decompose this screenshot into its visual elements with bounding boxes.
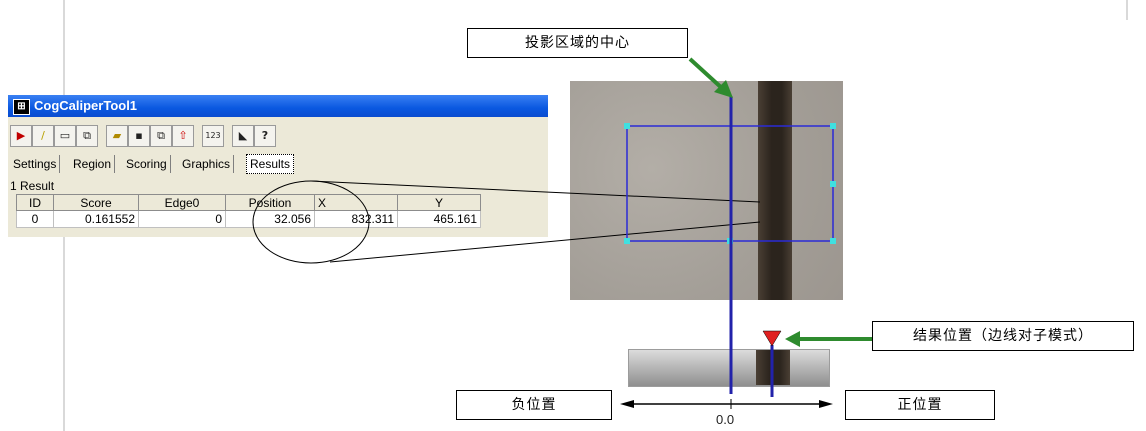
region-handle-tr[interactable] — [830, 123, 836, 129]
callout-line-top — [311, 181, 760, 202]
result-position-label: 结果位置（边线对子模式） — [872, 321, 1134, 351]
position-highlight-ellipse — [253, 181, 369, 263]
region-handle-tl[interactable] — [624, 123, 630, 129]
negative-position-label: 负位置 — [456, 390, 612, 420]
result-pointer-arrowhead — [785, 331, 800, 347]
positive-position-label: 正位置 — [845, 390, 995, 420]
center-pointer-arrow — [690, 59, 724, 90]
axis-left-arrowhead — [620, 400, 634, 408]
region-handle-bl[interactable] — [624, 238, 630, 244]
region-handle-right[interactable] — [830, 181, 836, 187]
callout-line-bottom — [330, 222, 760, 262]
result-marker-icon — [763, 331, 781, 346]
axis-right-arrowhead — [819, 400, 833, 408]
projection-center-label: 投影区域的中心 — [467, 28, 688, 58]
region-handle-br[interactable] — [830, 238, 836, 244]
axis-origin-label: 0.0 — [716, 412, 734, 427]
